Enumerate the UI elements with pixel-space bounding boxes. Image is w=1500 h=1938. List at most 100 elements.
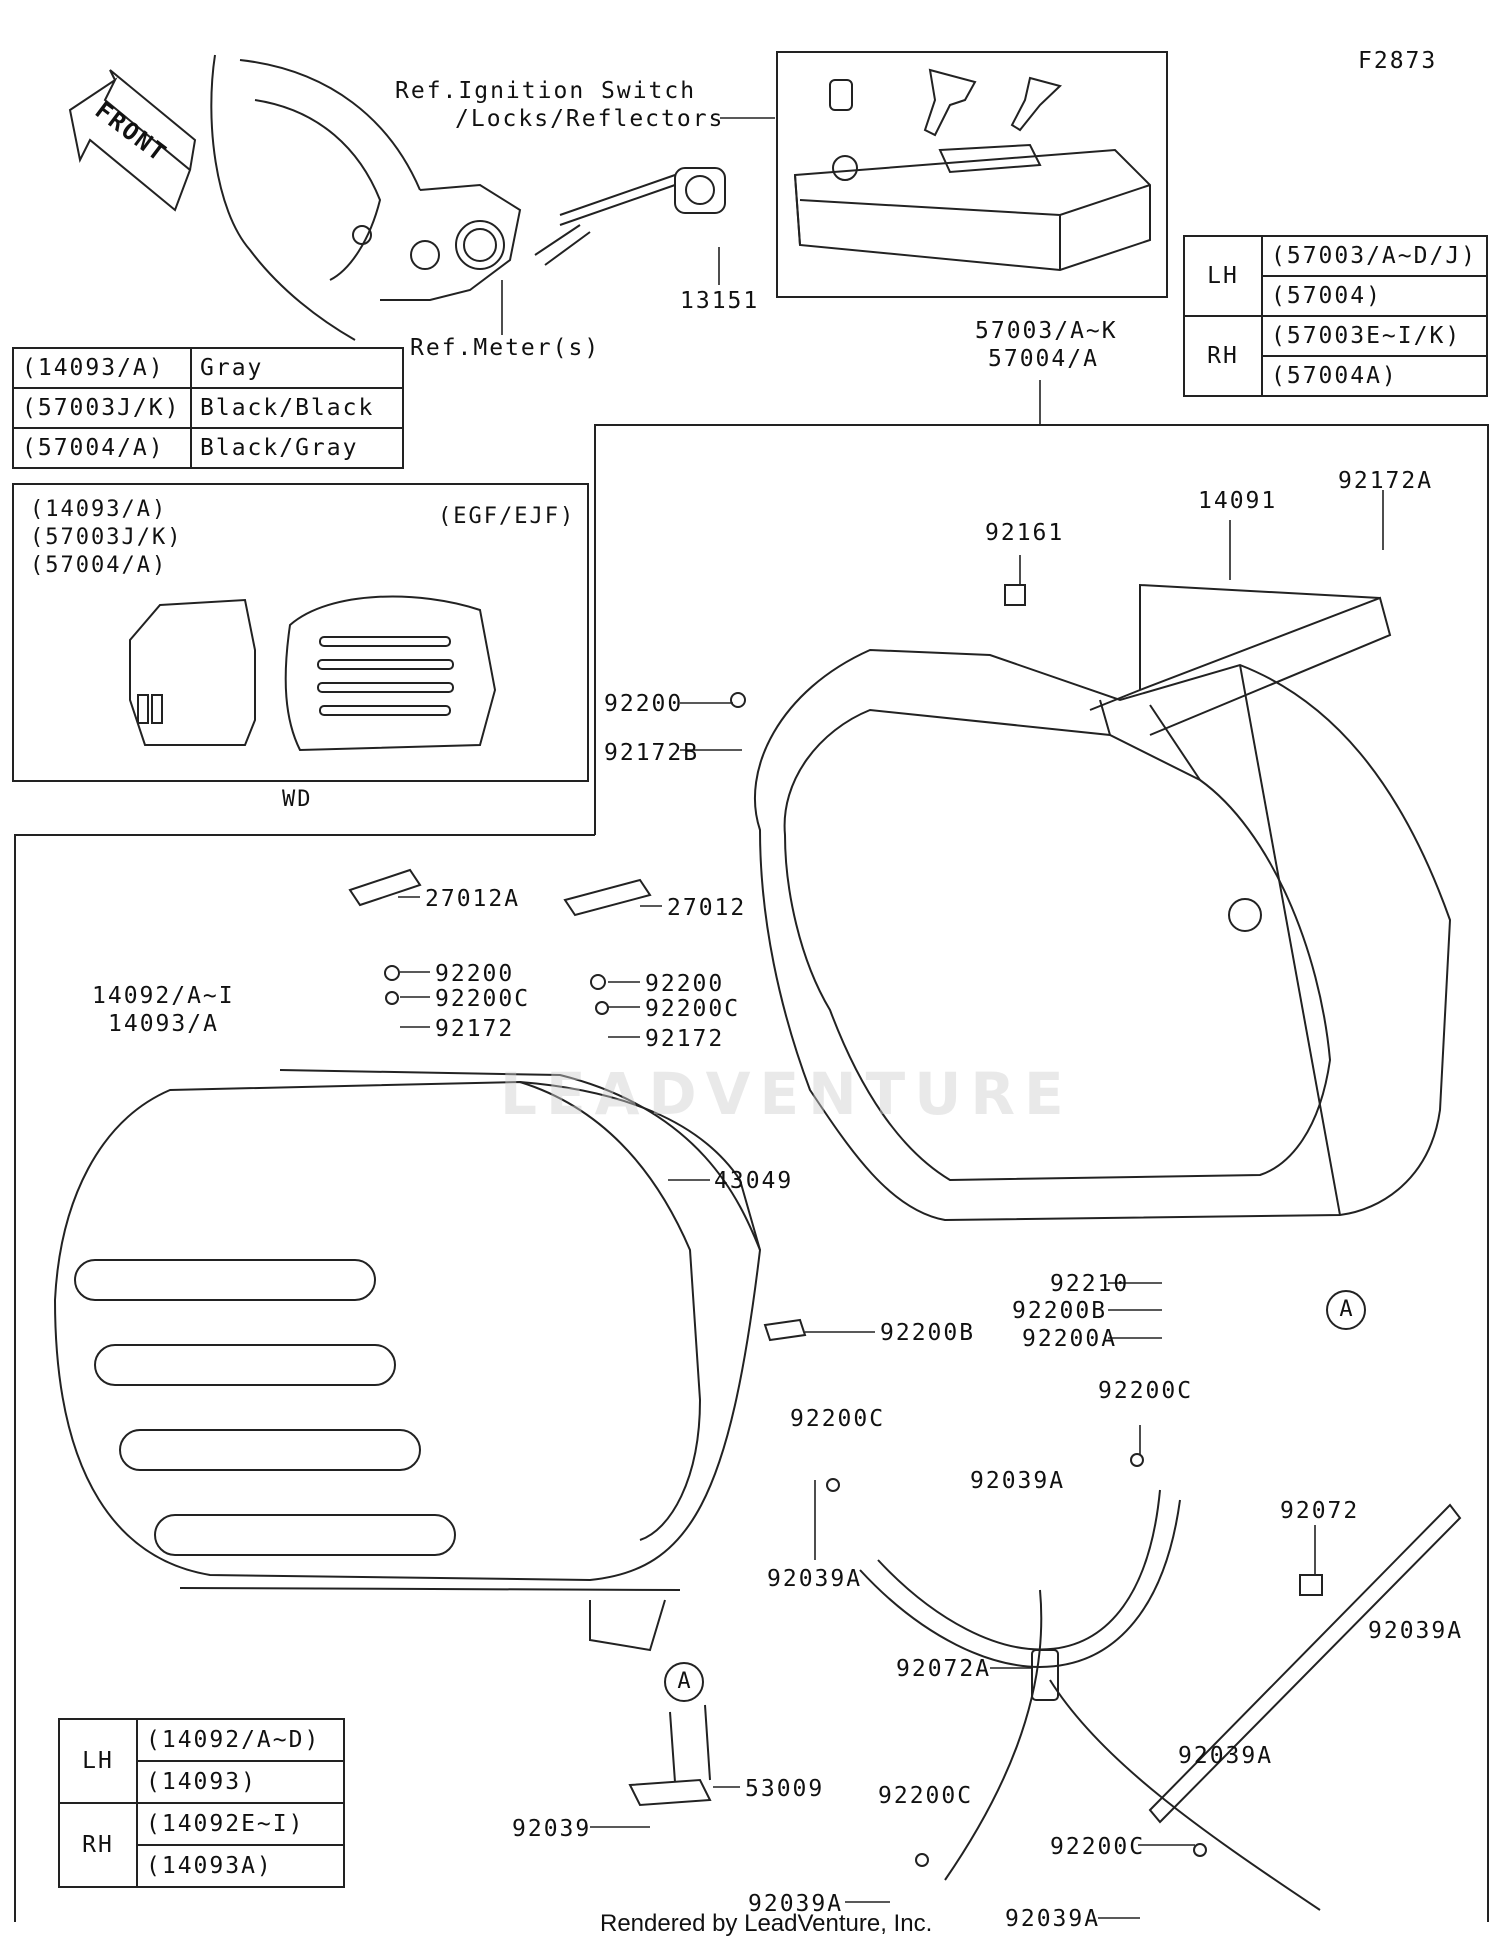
side-part: (14092E~I) [136,1802,345,1846]
part-27012[interactable]: 27012 [667,895,747,921]
variant-part-3: (57004/A) [30,553,168,578]
part-92039[interactable]: 92039 [512,1816,592,1842]
callout-A-left: A [664,1662,704,1702]
part-92039A-b[interactable]: 92039A [767,1566,863,1592]
part-92039A-c[interactable]: 92039A [1368,1618,1464,1644]
variant-part-1: (14093/A) [30,497,168,522]
saddlebag-lid-drawing [53,1069,762,1652]
part-43049[interactable]: 43049 [714,1168,794,1194]
part-92200A[interactable]: 92200A [1022,1326,1118,1352]
part-57003[interactable]: 57003/A~K [975,318,1118,344]
part-92161[interactable]: 92161 [985,520,1065,546]
ref-ignition-line1[interactable]: Ref.Ignition Switch [395,78,697,104]
part-92200-b[interactable]: 92200 [645,971,725,997]
ignition-lock-frame [776,51,1168,298]
side-part: (57004A) [1261,355,1488,397]
part-92200-top[interactable]: 92200 [604,691,684,717]
side-row: LH (57003/A~D/J) [1183,235,1488,317]
lock-set-drawing [793,68,1151,272]
side-row: RH (14092E~I) [58,1802,345,1888]
color-part: (57004/A) [12,427,192,469]
part-92200C-d[interactable]: 92200C [1098,1378,1194,1404]
plate-92200B-drawing [763,1318,807,1342]
part-92072A[interactable]: 92072A [896,1656,992,1682]
color-row: (57003J/K) Black/Black [12,387,404,429]
part-92039A-e[interactable]: 92039A [748,1891,844,1917]
side-row: (57004A) [1184,355,1488,397]
part-92039A-d[interactable]: 92039A [1178,1743,1274,1769]
ref-meter[interactable]: Ref.Meter(s) [410,335,601,361]
washer-92200-a [384,965,400,981]
variant-box [12,483,589,782]
part-92210[interactable]: 92210 [1050,1271,1130,1297]
variant-part-2: (57003J/K) [30,525,183,550]
saddlebag-body-drawing [754,583,1452,1222]
side-row: RH (57003E~I/K) [1183,315,1488,397]
part-92200C-f[interactable]: 92200C [1050,1834,1146,1860]
side-part: (14093A) [136,1844,345,1888]
front-arrow [68,69,197,212]
color-table: (14093/A) Gray (57003J/K) Black/Black (5… [12,347,404,469]
side-row: (57004) [1184,275,1488,317]
watermark: LEADVENTURE [500,1060,1073,1128]
side-label-lh: LH [58,1718,138,1804]
washer-92200C-e [915,1853,929,1867]
part-92200C-b[interactable]: 92200C [645,996,741,1022]
ref-ignition-line2[interactable]: /Locks/Reflectors [455,106,725,132]
part-57004[interactable]: 57004/A [988,346,1099,372]
callout-A-right: A [1326,1290,1366,1330]
part-14093[interactable]: 14093/A [108,1011,219,1037]
part-92172-a[interactable]: 92172 [435,1016,515,1042]
side-label-rh: RH [58,1802,138,1888]
footer-credit: Rendered by LeadVenture, Inc. [600,1910,933,1937]
color-row: (14093/A) Gray [12,347,404,389]
part-92039A-f[interactable]: 92039A [1005,1906,1101,1932]
side-part: (14093) [136,1760,345,1804]
plate-27012A-drawing [348,868,422,907]
dash-panel-drawing [210,54,726,341]
part-53009[interactable]: 53009 [745,1776,825,1802]
part-92200B-left[interactable]: 92200B [880,1320,976,1346]
strap-92072A-drawing [859,1489,1321,1911]
color-row: (57004/A) Black/Gray [12,427,404,469]
side-part: (57003E~I/K) [1261,315,1488,357]
part-92200C-e[interactable]: 92200C [878,1783,974,1809]
washer-92200-b [590,974,606,990]
variant-models: (EGF/EJF) [438,504,576,529]
variant-case-drawing [129,595,497,752]
side-part: (57003/A~D/J) [1261,235,1488,277]
color-part: (57003J/K) [12,387,192,429]
part-14092[interactable]: 14092/A~I [92,983,235,1009]
washer-92200C-f [1193,1843,1207,1857]
part-14091[interactable]: 14091 [1198,488,1278,514]
washer-92200-top [730,692,746,708]
part-92172-b[interactable]: 92172 [645,1026,725,1052]
color-value: Gray [190,347,404,389]
side-row: (14093) [59,1760,345,1804]
washer-92200C-d [1130,1453,1144,1467]
part-92172A[interactable]: 92172A [1338,468,1434,494]
part-27012A[interactable]: 27012A [425,886,521,912]
color-value: Black/Black [190,387,404,429]
side-label-rh: RH [1183,315,1263,397]
left-section-frame [14,834,595,1922]
part-92200C-c[interactable]: 92200C [790,1406,886,1432]
variant-caption: WD [282,787,313,812]
side-row: LH (14092/A~D) [58,1718,345,1804]
strap-92072-drawing [1148,1503,1462,1824]
part-92039A-a[interactable]: 92039A [970,1468,1066,1494]
part-92200B-right[interactable]: 92200B [1012,1298,1108,1324]
plate-27012-drawing [563,878,652,917]
part-92072[interactable]: 92072 [1280,1498,1360,1524]
washer-92200C-a [385,991,399,1005]
part-92200C-a[interactable]: 92200C [435,986,531,1012]
figure-code: F2873 [1358,48,1438,74]
side-row: (14093A) [59,1844,345,1888]
washer-92200C-c [826,1478,840,1492]
color-value: Black/Gray [190,427,404,469]
block-92161-drawing [1004,584,1026,606]
part-92200-a[interactable]: 92200 [435,961,515,987]
washer-92200C-b [595,1001,609,1015]
part-92172B[interactable]: 92172B [604,740,700,766]
part-13151[interactable]: 13151 [680,288,760,314]
